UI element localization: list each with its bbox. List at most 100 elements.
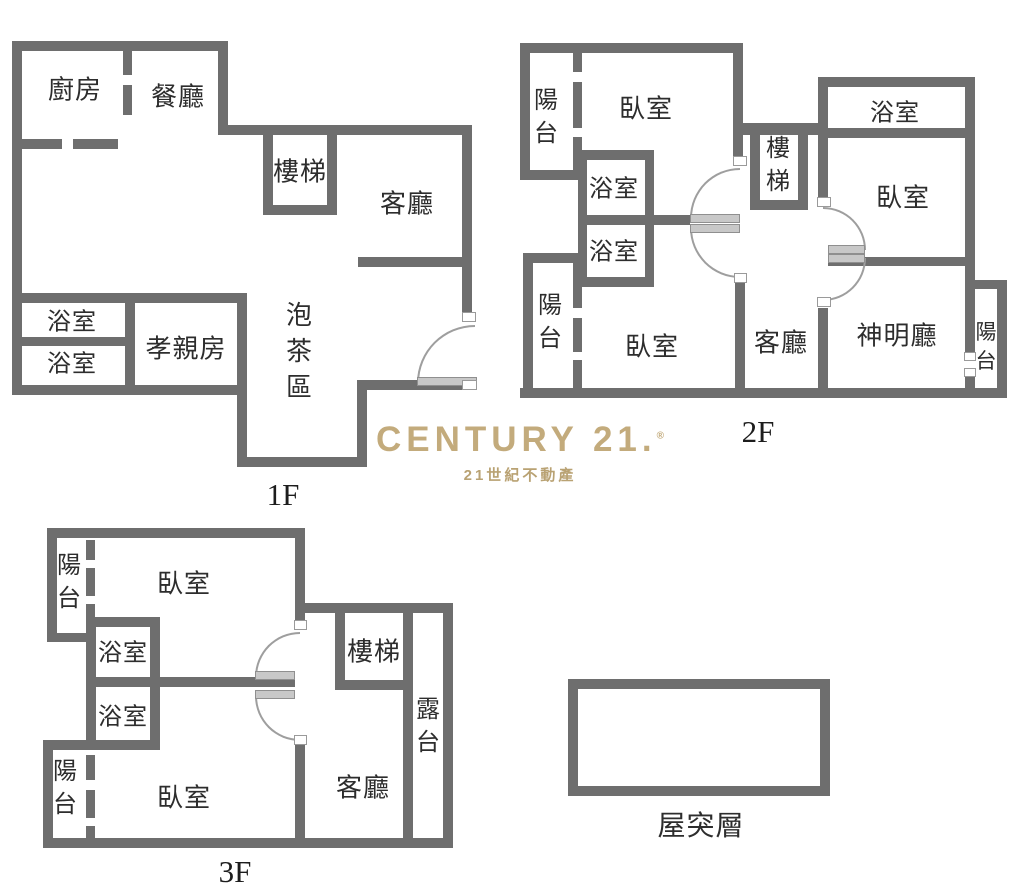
wall-segment bbox=[327, 125, 337, 215]
wall-segment bbox=[965, 280, 1007, 289]
room-label-living: 客廳 bbox=[335, 772, 391, 803]
wall-segment bbox=[12, 41, 228, 51]
wall-segment bbox=[47, 528, 57, 642]
room-label-bedroom-2: 臥室 bbox=[156, 782, 212, 813]
room-label-bath-2: 浴室 bbox=[98, 703, 148, 731]
wall-segment bbox=[295, 745, 305, 841]
room-label-stairs: 樓梯 bbox=[346, 636, 402, 667]
century21-watermark: CENTURY 21.® 21世紀不動產 bbox=[360, 420, 680, 485]
wall-segment bbox=[462, 125, 472, 318]
wall-segment bbox=[965, 77, 975, 285]
wall-segment bbox=[578, 150, 653, 160]
wall-segment bbox=[86, 677, 295, 687]
door-swing-arc bbox=[823, 207, 866, 250]
room-label-balcony-1: 陽台 bbox=[56, 551, 81, 612]
room-label-balcony-2: 陽台 bbox=[52, 757, 77, 818]
registered-mark: ® bbox=[656, 430, 664, 442]
wall-segment bbox=[965, 373, 975, 398]
wall-segment bbox=[125, 293, 135, 395]
wall-segment bbox=[818, 77, 975, 87]
wall-segment bbox=[573, 318, 582, 352]
room-label-bedroom-3: 臥室 bbox=[875, 182, 931, 213]
rooftop-outline bbox=[568, 679, 830, 796]
wall-segment bbox=[750, 200, 808, 210]
room-label-living: 客廳 bbox=[753, 327, 809, 358]
room-label-dining: 餐廳 bbox=[150, 81, 206, 112]
room-label-stairs: 樓梯 bbox=[765, 134, 790, 195]
room-label-living: 客廳 bbox=[379, 188, 435, 219]
wall-segment bbox=[997, 280, 1007, 398]
wall-segment bbox=[263, 125, 273, 215]
wall-segment bbox=[86, 617, 153, 627]
door-jamb bbox=[817, 197, 831, 207]
wall-segment bbox=[798, 135, 808, 210]
wall-segment bbox=[43, 740, 53, 848]
wall-segment bbox=[73, 139, 118, 149]
door-jamb bbox=[294, 735, 307, 745]
door-jamb bbox=[294, 620, 307, 630]
door-swing-arc bbox=[690, 228, 740, 278]
door-jamb bbox=[733, 156, 747, 166]
room-label-bath-3: 浴室 bbox=[870, 99, 920, 127]
wall-segment bbox=[828, 257, 970, 266]
room-label-bath-1: 浴室 bbox=[98, 639, 148, 667]
wall-segment bbox=[12, 385, 247, 395]
room-label-balcony-3: 陽台 bbox=[975, 321, 997, 373]
room-label-parents-room: 孝親房 bbox=[145, 333, 227, 364]
floor-label-2f: 2F bbox=[741, 414, 775, 449]
door-swing-arc bbox=[417, 325, 475, 383]
door-jamb bbox=[964, 368, 976, 377]
door-jamb bbox=[964, 352, 976, 361]
room-label-bath-1: 浴室 bbox=[589, 175, 639, 203]
wall-segment bbox=[218, 41, 228, 135]
century21-logo-text: CENTURY 21.® bbox=[376, 420, 664, 459]
wall-segment bbox=[520, 388, 1007, 398]
wall-segment bbox=[237, 293, 247, 467]
door-jamb bbox=[734, 273, 747, 283]
wall-segment bbox=[237, 457, 367, 467]
wall-segment bbox=[86, 790, 95, 818]
door-leaf bbox=[690, 214, 740, 223]
wall-segment bbox=[735, 282, 745, 388]
room-label-shrine-room: 神明廳 bbox=[856, 320, 938, 351]
wall-segment bbox=[523, 253, 578, 263]
wall-segment bbox=[818, 128, 975, 138]
wall-segment bbox=[47, 528, 303, 538]
century21-logo-subtitle: 21世紀不動產 bbox=[463, 467, 577, 484]
wall-segment bbox=[43, 740, 90, 750]
wall-segment bbox=[573, 263, 582, 308]
room-label-balcony-2: 陽台 bbox=[537, 291, 562, 352]
room-label-bedroom-1: 臥室 bbox=[156, 568, 212, 599]
wall-segment bbox=[358, 257, 472, 267]
wall-segment bbox=[295, 528, 305, 622]
room-label-stairs: 樓梯 bbox=[272, 156, 328, 187]
room-label-terrace: 露台 bbox=[415, 695, 440, 756]
room-label-bedroom-2: 臥室 bbox=[624, 331, 680, 362]
wall-segment bbox=[578, 215, 690, 225]
floor-label-1f: 1F bbox=[266, 477, 300, 512]
door-leaf bbox=[255, 671, 295, 680]
wall-segment bbox=[263, 205, 337, 215]
wall-segment bbox=[520, 43, 530, 180]
room-label-bath-2: 浴室 bbox=[589, 238, 639, 266]
wall-segment bbox=[12, 337, 125, 346]
wall-segment bbox=[733, 43, 743, 158]
wall-segment bbox=[520, 170, 582, 180]
wall-segment bbox=[86, 540, 95, 560]
door-leaf bbox=[690, 224, 740, 233]
wall-segment bbox=[123, 85, 132, 115]
door-swing-arc bbox=[823, 258, 866, 301]
door-jamb bbox=[462, 312, 476, 322]
wall-segment bbox=[357, 380, 367, 467]
wall-segment bbox=[965, 285, 975, 355]
wall-segment bbox=[750, 135, 760, 210]
room-label-rooftop: 屋突層 bbox=[657, 810, 745, 841]
wall-segment bbox=[443, 603, 453, 848]
wall-segment bbox=[302, 603, 453, 613]
wall-segment bbox=[86, 826, 95, 840]
room-label-bath-2: 浴室 bbox=[47, 350, 97, 378]
floor-label-3f: 3F bbox=[218, 854, 252, 889]
wall-segment bbox=[573, 137, 582, 170]
wall-segment bbox=[335, 680, 413, 690]
